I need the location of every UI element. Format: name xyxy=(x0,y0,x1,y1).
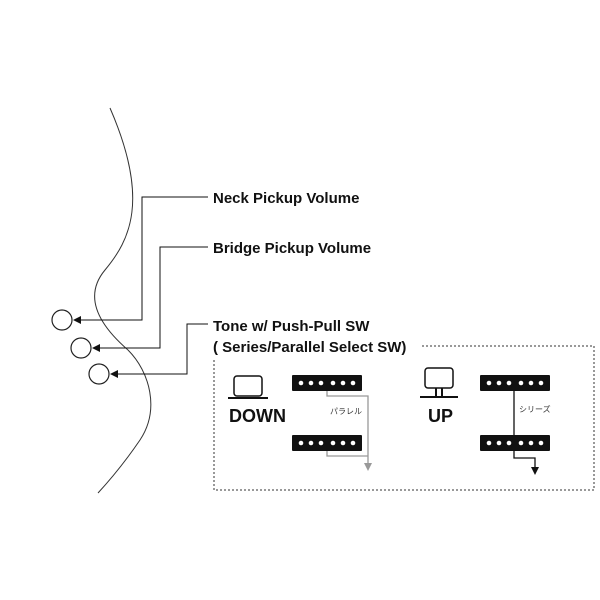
bridge-volume-knob[interactable] xyxy=(70,337,92,359)
switch-detail-box xyxy=(213,345,595,491)
switch-down-icon xyxy=(228,375,268,399)
tone-label-line1: Tone w/ Push-Pull SW xyxy=(213,318,370,335)
tone-leader-line xyxy=(110,323,208,378)
parallel-label: パラレル xyxy=(330,407,362,416)
switch-up-label: UP xyxy=(428,406,453,426)
series-output-path xyxy=(513,451,539,475)
up-pickup-bottom xyxy=(480,435,550,451)
up-pickup-top xyxy=(480,375,550,391)
series-label: シリーズ xyxy=(519,404,551,414)
down-pickup-top xyxy=(292,375,362,391)
down-pickup-bottom xyxy=(292,435,362,451)
neck-volume-knob[interactable] xyxy=(51,309,73,331)
parallel-wiring-branch xyxy=(326,451,368,457)
guitar-body-outline xyxy=(94,107,152,494)
switch-up-icon xyxy=(420,367,458,398)
bridge-volume-label: Bridge Pickup Volume xyxy=(213,240,371,257)
neck-volume-label: Neck Pickup Volume xyxy=(213,190,359,207)
tone-knob[interactable] xyxy=(88,363,110,385)
parallel-wiring-path xyxy=(326,391,372,471)
tone-label-line2: ( Series/Parallel Select SW) xyxy=(213,339,406,356)
neck-leader-line xyxy=(73,196,208,324)
bridge-leader-line xyxy=(92,246,208,352)
switch-down-label: DOWN xyxy=(229,406,286,426)
